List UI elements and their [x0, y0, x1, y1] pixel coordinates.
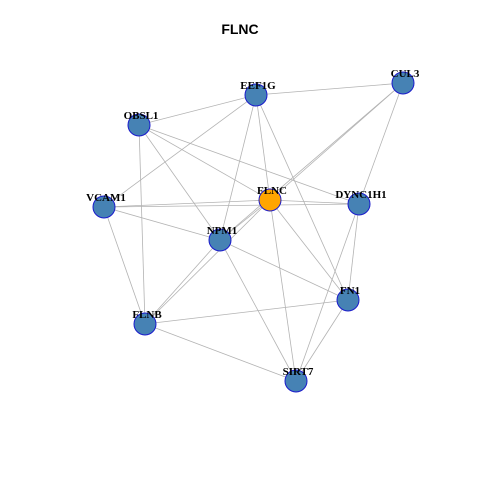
- edge-vcam1-npm1: [103, 206, 221, 241]
- node-sirt7: [284, 369, 308, 393]
- edge-dync1h1-fn1: [347, 203, 360, 301]
- edge-eef1g-npm1: [219, 94, 257, 241]
- edge-flnc-dync1h1: [269, 199, 360, 205]
- node-vcam1: [92, 195, 116, 219]
- node-obsl1: [127, 113, 151, 137]
- edge-flnc-flnb: [144, 199, 271, 325]
- edge-dync1h1-sirt7: [295, 203, 360, 382]
- node-npm1: [208, 228, 232, 252]
- edge-eef1g-flnc: [255, 94, 271, 201]
- node-label-vcam1: VCAM1: [86, 192, 126, 204]
- node-dync1h1: [347, 192, 371, 216]
- edge-npm1-flnb: [144, 239, 221, 325]
- edge-fn1-flnb: [144, 299, 349, 325]
- edge-obsl1-dync1h1: [138, 124, 360, 205]
- node-label-fn1: FN1: [340, 285, 360, 297]
- node-flnb: [133, 312, 157, 336]
- edge-obsl1-flnb: [138, 124, 146, 325]
- edge-vcam1-flnb: [103, 206, 146, 325]
- node-fn1: [336, 288, 360, 312]
- node-label-sirt7: SIRT7: [283, 366, 314, 378]
- node-label-obsl1: OBSL1: [124, 110, 159, 122]
- node-eef1g: [244, 83, 268, 107]
- edge-fn1-sirt7: [295, 299, 349, 382]
- edge-vcam1-flnc: [103, 199, 271, 208]
- node-cul3: [391, 71, 415, 95]
- node-label-flnc: FLNC: [257, 185, 287, 197]
- node-label-dync1h1: DYNC1H1: [335, 189, 386, 201]
- edge-eef1g-cul3: [255, 82, 404, 96]
- edge-obsl1-eef1g: [138, 94, 257, 126]
- node-label-cul3: CUL3: [391, 68, 420, 80]
- node-label-flnb: FLNB: [132, 309, 162, 321]
- node-flnc: [258, 188, 282, 212]
- edge-flnb-sirt7: [144, 323, 297, 382]
- edge-flnc-fn1: [269, 199, 349, 301]
- edge-cul3-dync1h1: [358, 82, 404, 205]
- edge-cul3-npm1: [219, 82, 404, 241]
- node-label-npm1: NPM1: [207, 225, 238, 237]
- edge-eef1g-vcam1: [103, 94, 257, 208]
- figure-title: FLNC: [221, 21, 259, 37]
- node-label-eef1g: EEF1G: [240, 80, 276, 92]
- edge-npm1-fn1: [219, 239, 349, 301]
- edge-flnc-sirt7: [269, 199, 297, 382]
- edge-obsl1-npm1: [138, 124, 221, 241]
- edge-obsl1-flnc: [138, 124, 271, 201]
- edge-layer: [103, 82, 404, 382]
- edge-eef1g-fn1: [255, 94, 349, 301]
- edge-vcam1-dync1h1: [103, 203, 360, 208]
- edge-cul3-flnc: [269, 82, 404, 201]
